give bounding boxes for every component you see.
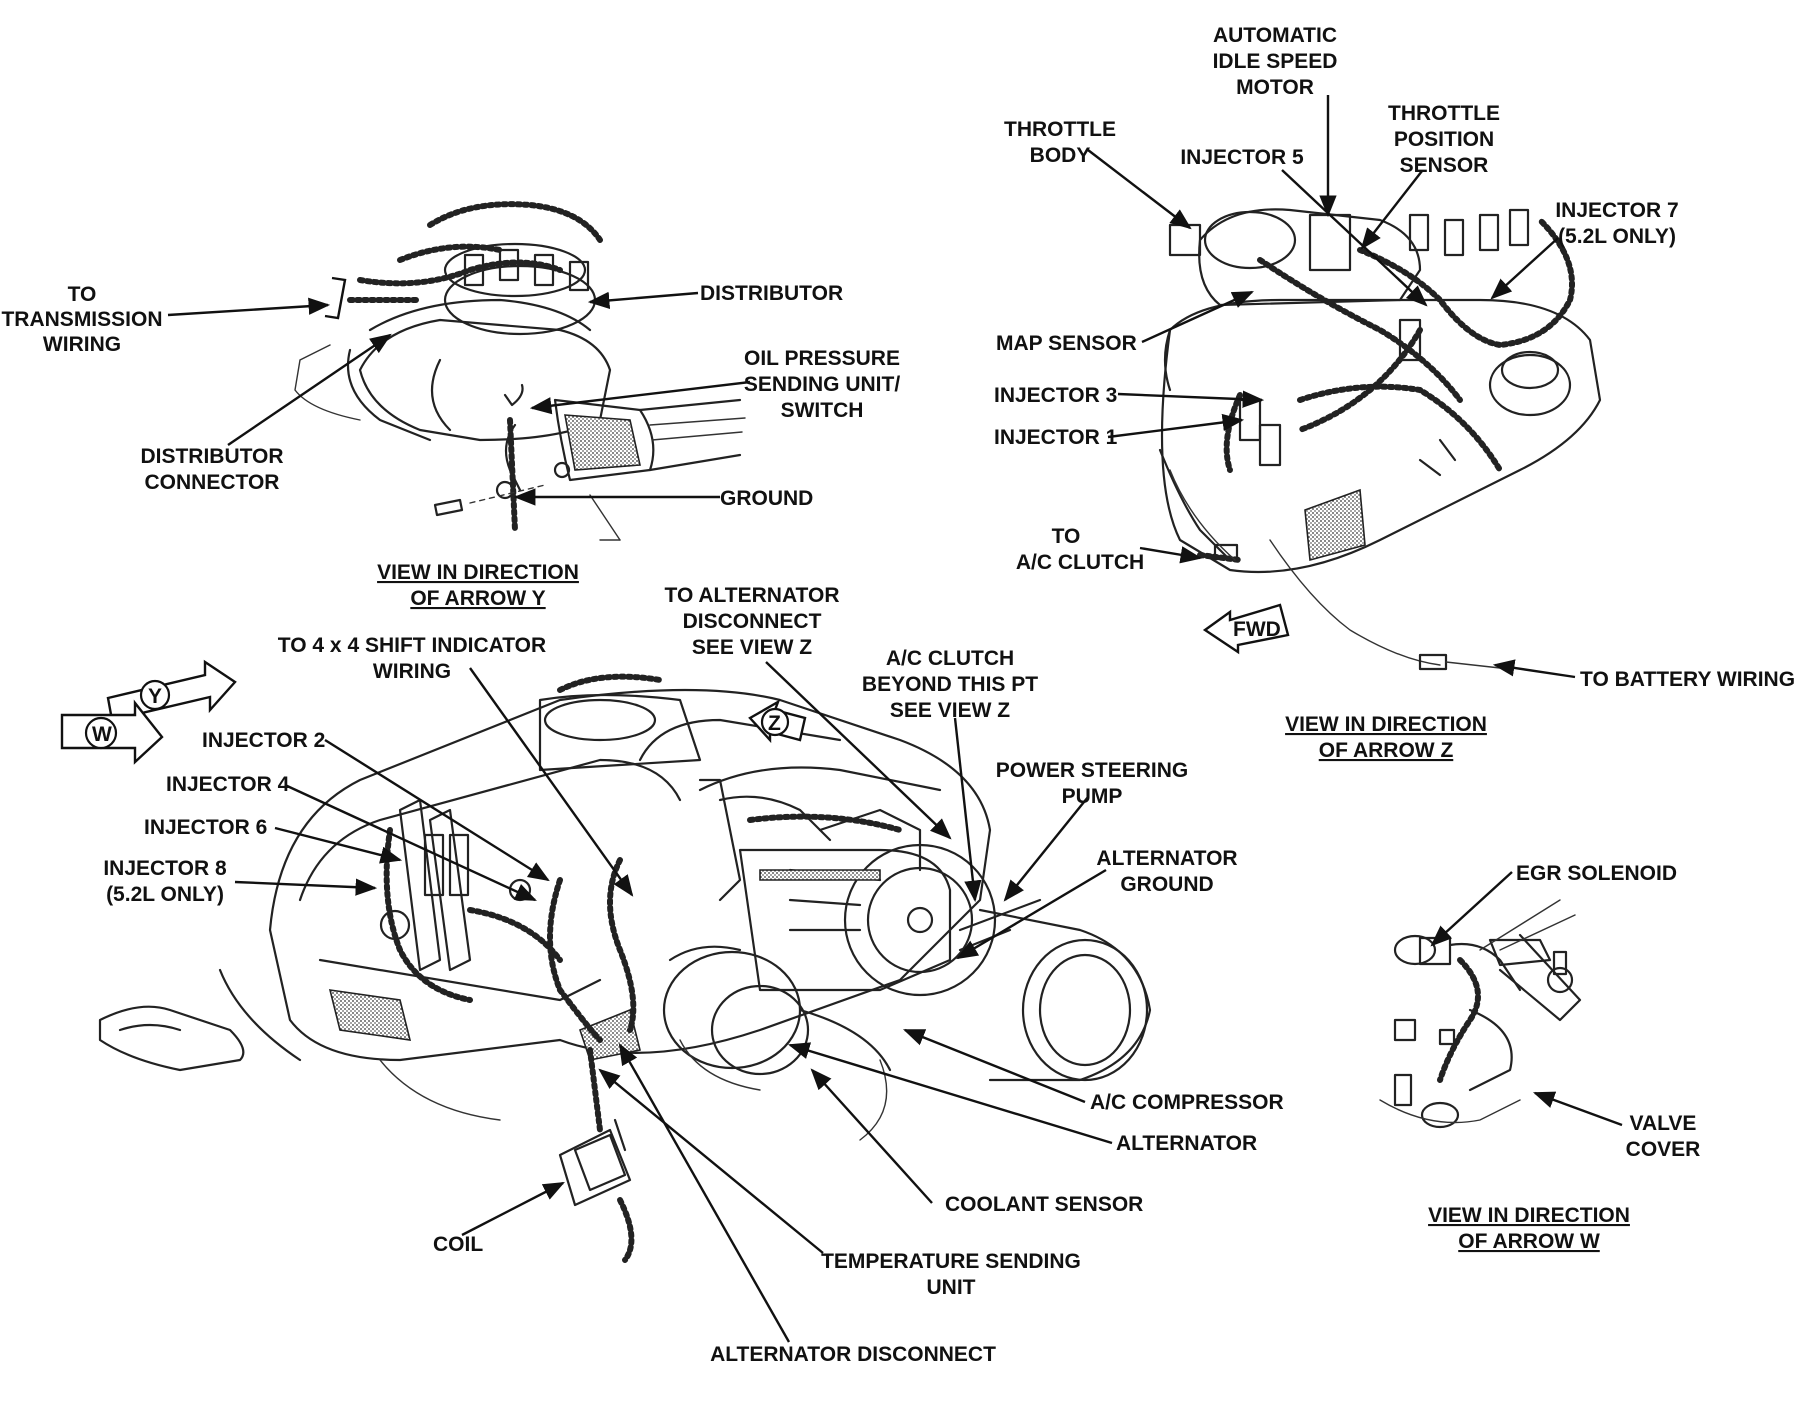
fwd-label: FWD	[1233, 618, 1281, 641]
label-injector-7-2: (5.2L ONLY)	[1558, 225, 1676, 248]
label-ac-clutch-beyond-2: BEYOND THIS PT	[862, 673, 1038, 696]
label-injector-4: INJECTOR 4	[166, 773, 290, 796]
arrow-y-letter: Y	[148, 685, 162, 708]
arrow-w-letter: W	[92, 723, 112, 746]
label-automatic-idle-3: MOTOR	[1236, 76, 1314, 99]
label-to-4x4-2: WIRING	[373, 660, 451, 683]
view-z-caption-2: OF ARROW Z	[1319, 739, 1454, 762]
label-injector-7-1: INJECTOR 7	[1555, 199, 1678, 222]
label-alternator: ALTERNATOR	[1116, 1132, 1257, 1155]
view-w-illustration	[1379, 899, 1582, 1129]
label-temperature-sending-1: TEMPERATURE SENDING	[821, 1250, 1081, 1273]
label-throttle-body-1: THROTTLE	[1004, 118, 1116, 141]
arrow-y: Y	[106, 659, 237, 722]
label-ac-clutch-beyond-1: A/C CLUTCH	[886, 647, 1014, 670]
label-map-sensor: MAP SENSOR	[996, 332, 1137, 355]
arrow-z: Z	[748, 699, 807, 744]
label-automatic-idle-2: IDLE SPEED	[1213, 50, 1338, 73]
label-throttle-position-2: POSITION	[1394, 128, 1494, 151]
label-oil-pressure-3: SWITCH	[781, 399, 864, 422]
label-oil-pressure-2: SENDING UNIT/	[744, 373, 901, 396]
label-to-transmission-wiring-2: TRANSMISSION	[1, 308, 162, 331]
label-distributor-connector-2: CONNECTOR	[145, 471, 280, 494]
label-injector-8-2: (5.2L ONLY)	[106, 883, 224, 906]
label-to-alternator-disconnect-2: DISCONNECT	[683, 610, 822, 633]
label-ac-compressor: A/C COMPRESSOR	[1090, 1091, 1284, 1114]
label-automatic-idle-1: AUTOMATIC	[1213, 24, 1337, 47]
label-alternator-ground-2: GROUND	[1120, 873, 1213, 896]
arrow-w: W	[60, 699, 164, 765]
label-injector-2: INJECTOR 2	[202, 729, 325, 752]
label-oil-pressure-1: OIL PRESSURE	[744, 347, 900, 370]
leader-lines	[167, 95, 1623, 1343]
label-coil: COIL	[433, 1233, 483, 1256]
label-ac-clutch-beyond-3: SEE VIEW Z	[890, 699, 1010, 722]
label-power-steering-2: PUMP	[1062, 785, 1123, 808]
label-to-4x4-1: TO 4 x 4 SHIFT INDICATOR	[278, 634, 546, 657]
arrow-z-letter: Z	[768, 712, 781, 735]
label-egr-solenoid: EGR SOLENOID	[1516, 862, 1677, 885]
label-coolant-sensor: COOLANT SENSOR	[945, 1193, 1143, 1216]
label-throttle-body-2: BODY	[1030, 144, 1091, 167]
label-alternator-disconnect: ALTERNATOR DISCONNECT	[710, 1343, 996, 1366]
label-temperature-sending-2: UNIT	[927, 1276, 976, 1299]
view-y-caption-2: OF ARROW Y	[410, 587, 545, 610]
label-to-alternator-disconnect-1: TO ALTERNATOR	[665, 584, 840, 607]
view-z-illustration: FWD	[1158, 208, 1602, 671]
label-distributor: DISTRIBUTOR	[700, 282, 843, 305]
view-z-caption-1: VIEW IN DIRECTION	[1285, 713, 1487, 736]
label-injector-6: INJECTOR 6	[144, 816, 267, 839]
view-y-caption-1: VIEW IN DIRECTION	[377, 561, 579, 584]
label-injector-1: INJECTOR 1	[994, 426, 1118, 449]
label-to-transmission-wiring-1: TO	[68, 283, 97, 306]
view-y-illustration	[294, 201, 746, 541]
main-engine-illustration	[98, 673, 1152, 1263]
label-throttle-position-1: THROTTLE	[1388, 102, 1500, 125]
label-to-battery-wiring: TO BATTERY WIRING	[1580, 668, 1795, 691]
label-to-transmission-wiring-3: WIRING	[43, 333, 121, 356]
label-alternator-ground-1: ALTERNATOR	[1096, 847, 1237, 870]
label-power-steering-1: POWER STEERING	[996, 759, 1189, 782]
label-valve-cover-2: COVER	[1626, 1138, 1701, 1161]
label-injector-5: INJECTOR 5	[1180, 146, 1304, 169]
label-injector-8-1: INJECTOR 8	[103, 857, 227, 880]
view-w-caption-1: VIEW IN DIRECTION	[1428, 1204, 1630, 1227]
view-w-caption-2: OF ARROW W	[1458, 1230, 1600, 1253]
label-ground: GROUND	[720, 487, 813, 510]
label-throttle-position-3: SENSOR	[1400, 154, 1489, 177]
label-to-alternator-disconnect-3: SEE VIEW Z	[692, 636, 812, 659]
label-to-ac-clutch-2: A/C CLUTCH	[1016, 551, 1144, 574]
label-injector-3: INJECTOR 3	[994, 384, 1117, 407]
label-valve-cover-1: VALVE	[1630, 1112, 1697, 1135]
label-distributor-connector-1: DISTRIBUTOR	[140, 445, 283, 468]
label-to-ac-clutch-1: TO	[1052, 525, 1081, 548]
